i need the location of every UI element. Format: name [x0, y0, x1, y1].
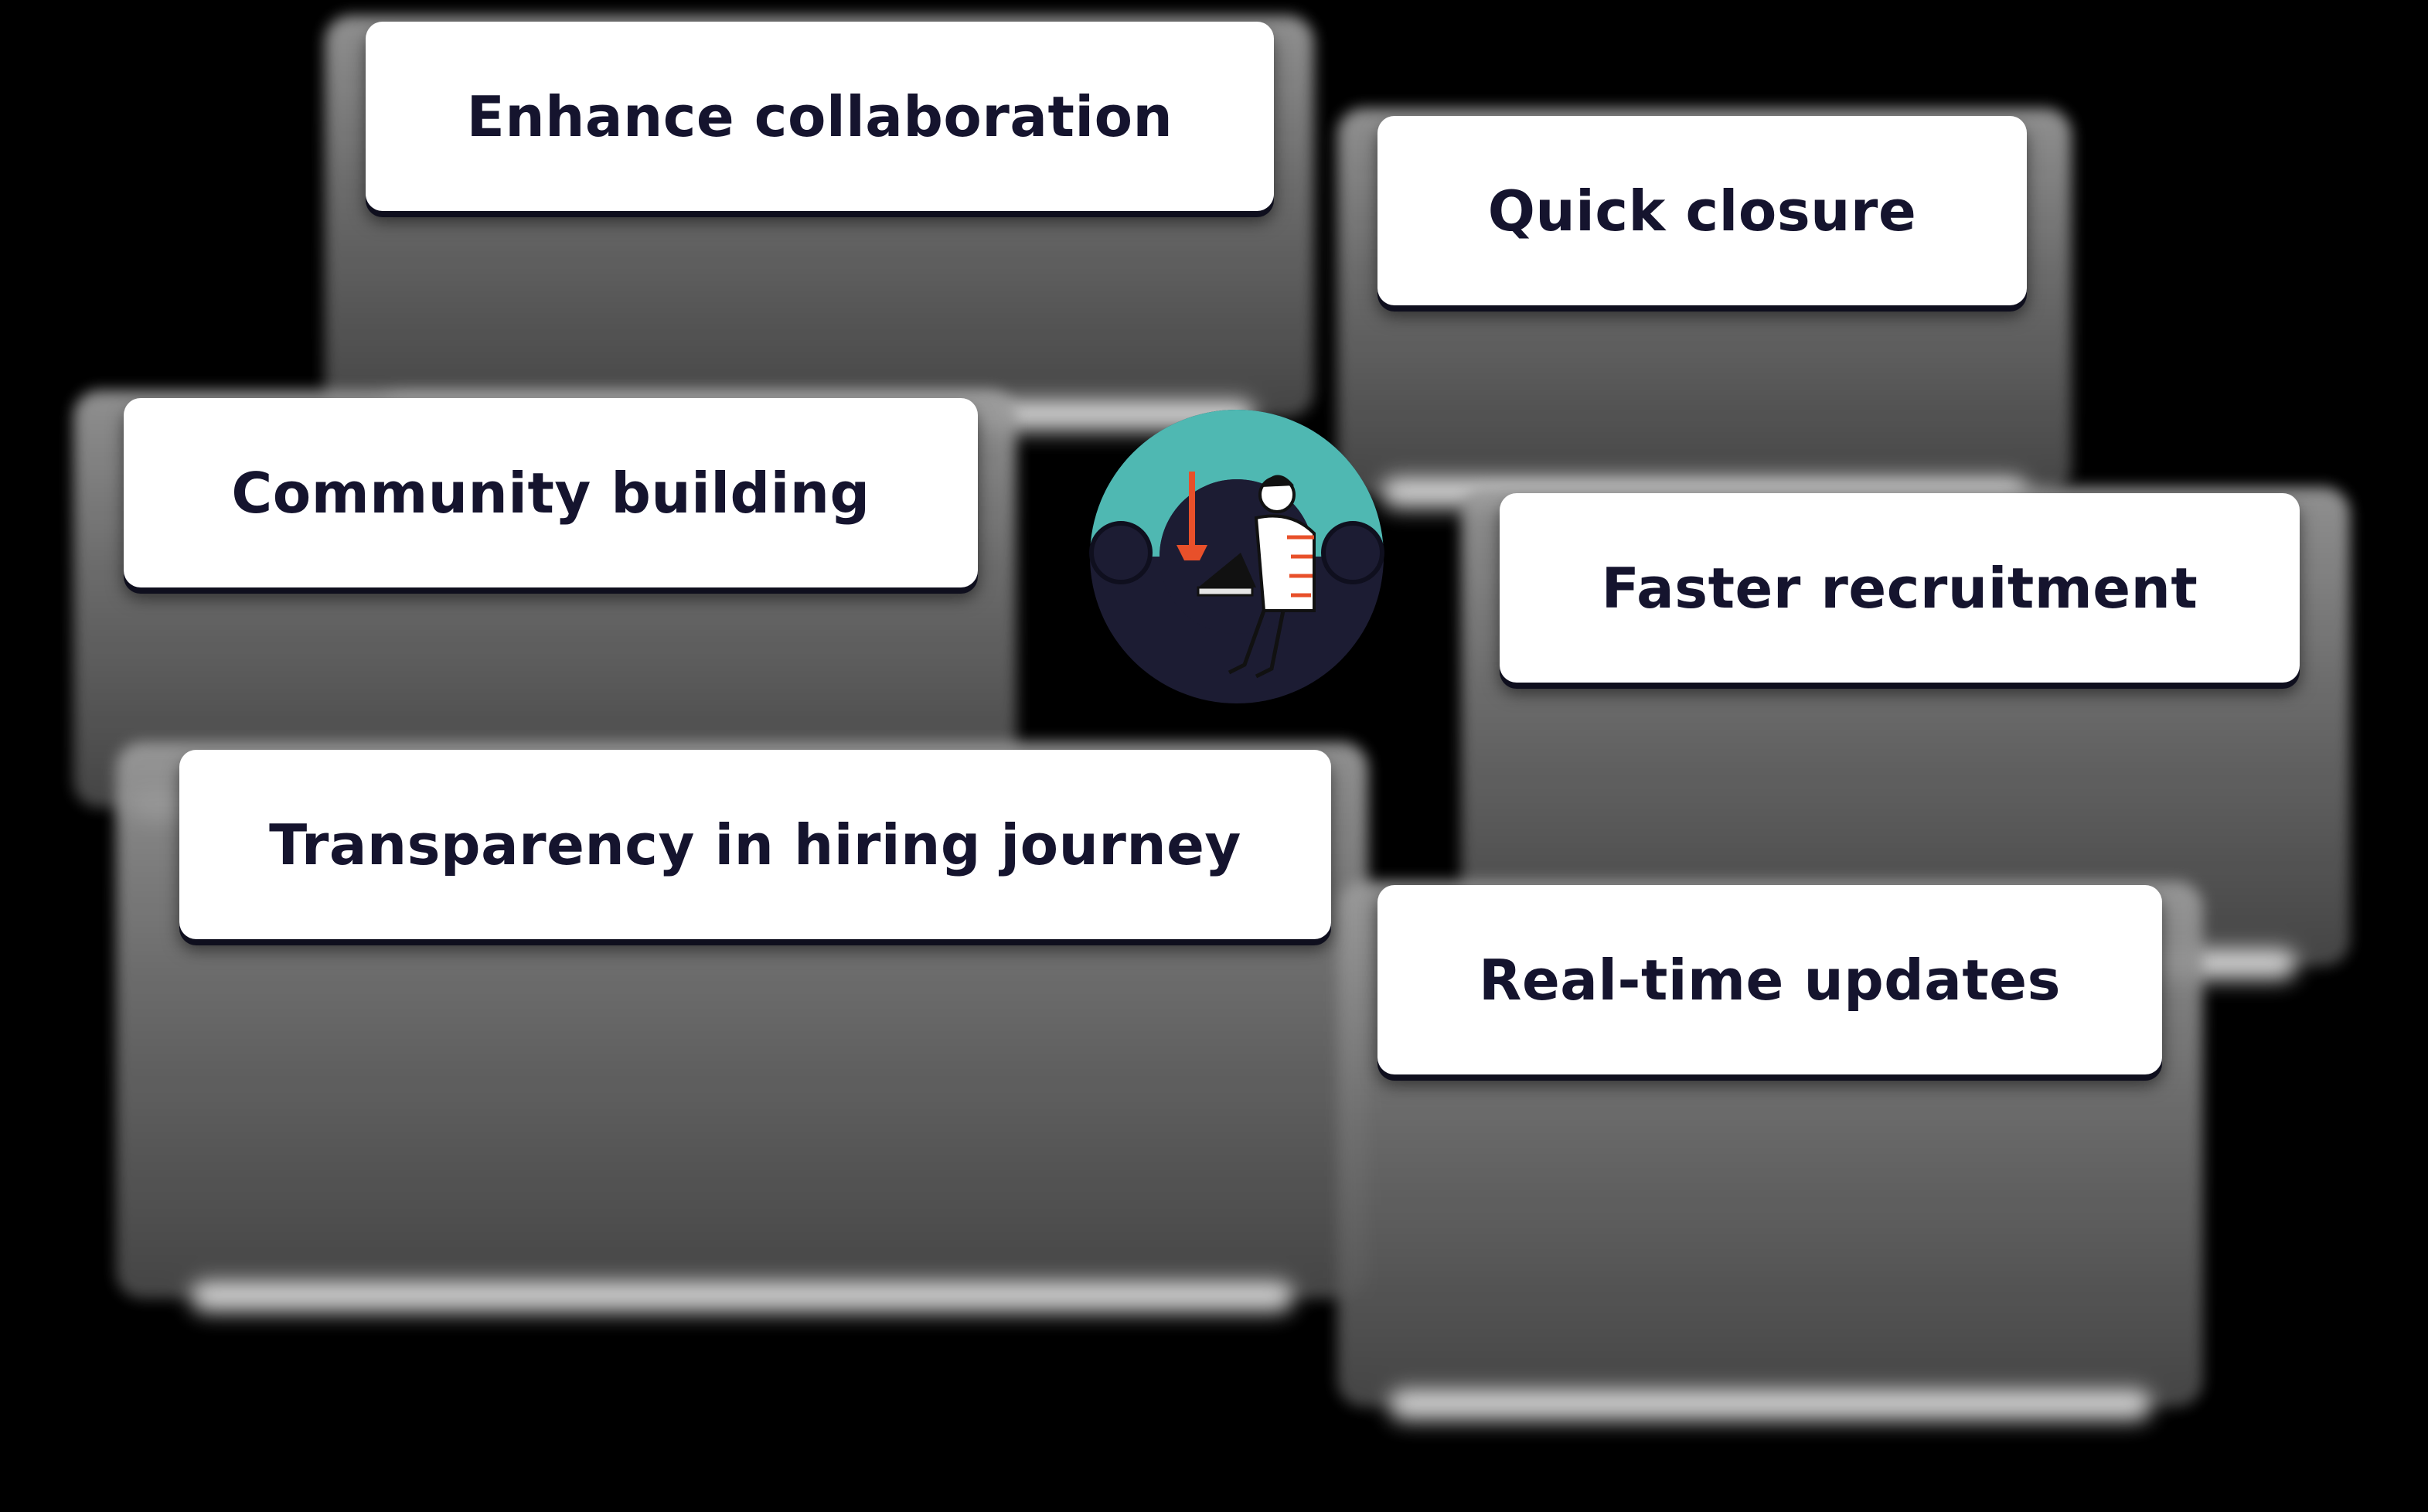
benefit-card-label: Community building	[231, 460, 870, 526]
benefit-card: Enhance collaboration	[366, 22, 1274, 211]
illustration-graphic	[1089, 410, 1384, 703]
benefit-card: Community building	[124, 398, 978, 587]
benefit-card-label: Quick closure	[1487, 178, 1917, 243]
benefit-card: Quick closure	[1377, 116, 2027, 305]
benefit-card-label: Enhance collaboration	[466, 83, 1173, 149]
benefit-card-label: Real-time updates	[1479, 947, 2061, 1013]
benefit-card-label: Transparency in hiring journey	[269, 812, 1241, 877]
person-with-laptop-icon	[1082, 402, 1391, 711]
benefit-card-label: Faster recruitment	[1601, 555, 2198, 621]
benefit-card: Faster recruitment	[1500, 493, 2300, 683]
benefit-card: Real-time updates	[1377, 885, 2162, 1074]
benefit-card: Transparency in hiring journey	[179, 750, 1331, 939]
